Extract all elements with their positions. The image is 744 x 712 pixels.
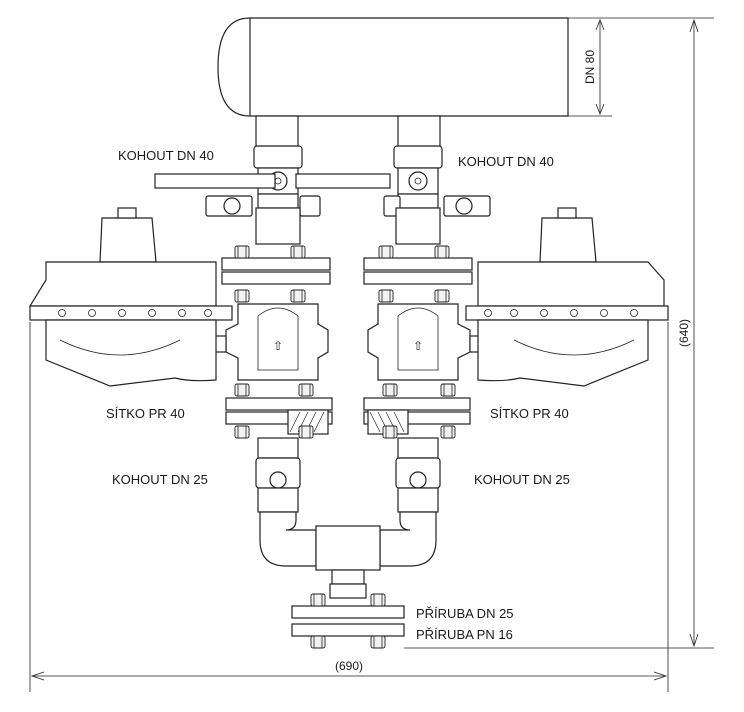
- height-label: (640): [677, 319, 691, 347]
- strainer-flange-right: [363, 383, 471, 439]
- ball-valve-dn25-left: [255, 437, 301, 513]
- header-pipe: [217, 17, 569, 117]
- regulator-head-left: [28, 207, 233, 387]
- ball-valve-dn40-right: [295, 145, 491, 245]
- regulator-body-left: ⇧: [213, 303, 329, 381]
- dn80-label: DN 80: [583, 50, 597, 84]
- flange-upper-right: [363, 245, 473, 303]
- label-kohout-dn40-left: KOHOUT DN 40: [118, 148, 214, 163]
- flow-arrow-right: ⇧: [413, 339, 423, 353]
- regulator-body-right: ⇧: [367, 303, 483, 381]
- dimension-width: (690): [29, 322, 669, 692]
- flow-arrow-left: ⇧: [273, 339, 283, 353]
- dimension-dn80: DN 80: [568, 17, 612, 117]
- outlet-manifold: [259, 511, 437, 599]
- label-priruba-dn25: PŘÍRUBA DN 25: [416, 606, 514, 621]
- riser-right: [397, 115, 441, 149]
- label-kohout-dn25-right: KOHOUT DN 25: [474, 472, 570, 487]
- flange-upper-left: [221, 245, 331, 303]
- ball-valve-dn25-right: [395, 437, 441, 513]
- ball-valve-dn40-left: [154, 145, 321, 245]
- riser-left: [255, 115, 299, 149]
- outlet-flange: [291, 593, 405, 649]
- label-kohout-dn25-left: KOHOUT DN 25: [112, 472, 208, 487]
- label-priruba-pn16: PŘÍRUBA PN 16: [416, 627, 513, 642]
- strainer-flange-left: [225, 383, 333, 439]
- width-label: (690): [335, 659, 363, 673]
- label-sitko-left: SÍTKO PR 40: [106, 406, 185, 421]
- label-kohout-dn40-right: KOHOUT DN 40: [458, 154, 554, 169]
- label-sitko-right: SÍTKO PR 40: [490, 406, 569, 421]
- regulator-head-right: [465, 207, 669, 387]
- dimension-height: (640): [404, 17, 714, 649]
